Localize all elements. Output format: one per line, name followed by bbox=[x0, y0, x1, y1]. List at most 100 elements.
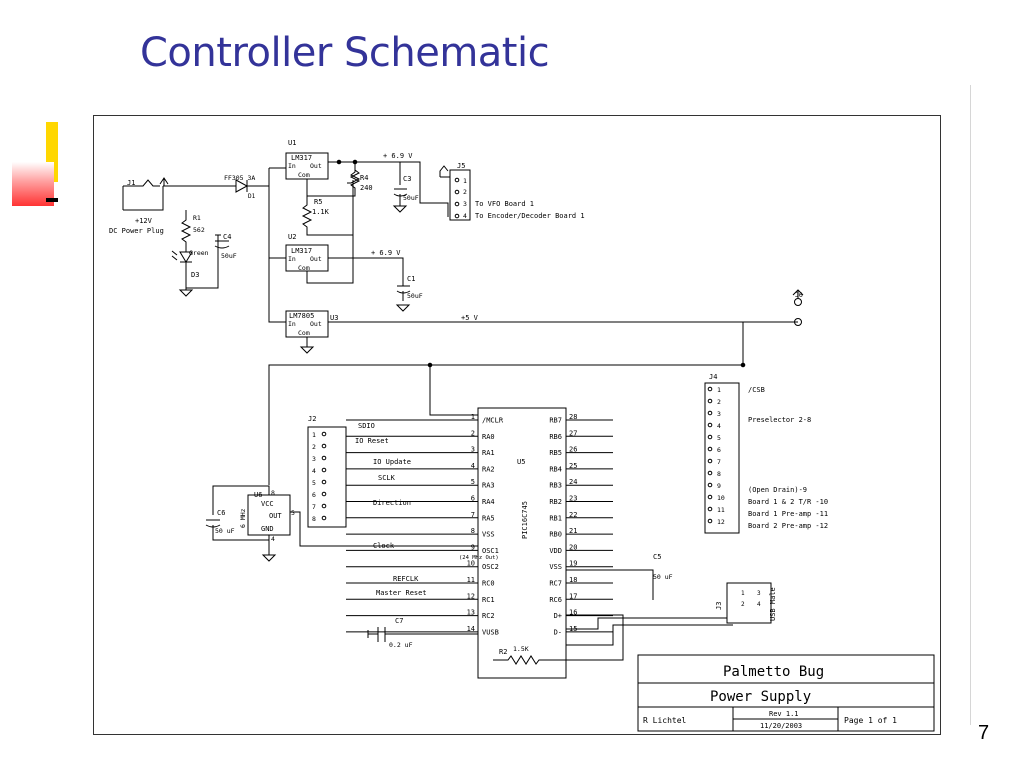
c3-value: 50uF bbox=[403, 194, 419, 202]
c7-ref: C7 bbox=[395, 617, 403, 625]
signal-io-update: IO Update bbox=[373, 458, 411, 466]
u5-pin-number: 13 bbox=[467, 609, 475, 617]
u5-pin-name: RB1 bbox=[549, 514, 562, 522]
u5-pin-number: 1 bbox=[471, 413, 475, 421]
u5-pin-number: 19 bbox=[569, 560, 577, 568]
c7-value: 0.2 uF bbox=[389, 641, 413, 649]
j4-pin: 6 bbox=[717, 446, 721, 454]
u6-freq: 6 MHz bbox=[239, 508, 247, 528]
u5-pin-name: VSS bbox=[549, 563, 562, 571]
j4-pin-contact bbox=[707, 506, 713, 512]
j4-pin-contact bbox=[707, 470, 713, 476]
title-block-sheet: Power Supply bbox=[710, 689, 811, 705]
j4-pin: 9 bbox=[717, 482, 721, 490]
schematic-diagram: J1 +12V DC Power Plug FF305 3A D1 R1 562… bbox=[93, 115, 941, 735]
r2-ref: R2 bbox=[499, 648, 507, 656]
u5-pin-number: 14 bbox=[467, 625, 475, 633]
d3-color: Green bbox=[189, 249, 209, 257]
j2-pin-contact bbox=[321, 515, 327, 521]
c4-value: 50uF bbox=[221, 252, 237, 260]
rail-label-2: + 6.9 V bbox=[371, 249, 401, 257]
j4-label-board1-preamp: Board 1 Pre-amp -11 bbox=[748, 510, 828, 518]
j4-pin-contact bbox=[707, 458, 713, 464]
signal-sdio: SDIO bbox=[358, 422, 375, 430]
u5-pin-name: RB3 bbox=[549, 482, 562, 490]
c4-ref: C4 bbox=[223, 233, 231, 241]
j6-ref: J6 bbox=[795, 291, 803, 299]
u5-pin-name: RB2 bbox=[549, 498, 562, 506]
u6-pin-4: 4 bbox=[271, 535, 275, 543]
j1-desc1: +12V bbox=[135, 217, 153, 225]
j4-ref: J4 bbox=[709, 373, 717, 381]
r4-ref: R4 bbox=[360, 174, 368, 182]
c5-ref: C5 bbox=[653, 553, 661, 561]
u5-pin-name: RA4 bbox=[482, 498, 495, 506]
j4-pin: 5 bbox=[717, 434, 721, 442]
j5-pin-4: 4 bbox=[463, 212, 467, 220]
u1-pin-in: In bbox=[288, 162, 296, 170]
u5-pin-number: 4 bbox=[471, 462, 475, 470]
j3-ref: J3 bbox=[715, 602, 723, 610]
slide-title: Controller Schematic bbox=[140, 30, 550, 76]
c6-value: 50 uF bbox=[215, 527, 235, 535]
u3-pin-out: Out bbox=[310, 320, 322, 328]
u5-pin-number: 2 bbox=[471, 429, 475, 437]
j4-label-board2-preamp: Board 2 Pre-amp -12 bbox=[748, 522, 828, 530]
u2-pin-com: Com bbox=[298, 264, 310, 272]
u5-pin-name: RC6 bbox=[549, 596, 562, 604]
u6-pin-gnd: GND bbox=[261, 525, 274, 533]
signal-master-reset: Master Reset bbox=[376, 589, 427, 597]
j4-pin: 1 bbox=[717, 386, 721, 394]
j4-label-csb: /CSB bbox=[748, 386, 765, 394]
j4-label-preselector: Preselector 2-8 bbox=[748, 416, 811, 424]
r2-value: 1.5K bbox=[513, 645, 529, 653]
u2-part: LM317 bbox=[291, 247, 312, 255]
u5-pin-number: 12 bbox=[467, 592, 475, 600]
u3-pin-com: Com bbox=[298, 329, 310, 337]
j4-pin-contact bbox=[707, 494, 713, 500]
j5-pin-contact bbox=[454, 189, 460, 195]
u5-pin-number: 7 bbox=[471, 511, 475, 519]
j4-label-open-drain: (Open Drain)-9 bbox=[748, 486, 807, 494]
j4-label-board12: Board 1 & 2 T/R -10 bbox=[748, 498, 828, 506]
u5-pin-name: VDD bbox=[549, 547, 562, 555]
u5-pin-number: 22 bbox=[569, 511, 577, 519]
j4-pin-contact bbox=[707, 386, 713, 392]
u1-part: LM317 bbox=[291, 154, 312, 162]
signal-sclk: SCLK bbox=[378, 474, 396, 482]
accent-dash bbox=[46, 198, 58, 202]
title-block-author: R Lichtel bbox=[643, 716, 687, 725]
j4-pin-contact bbox=[707, 446, 713, 452]
j2-pin: 2 bbox=[312, 443, 316, 451]
r5-ref: R5 bbox=[314, 198, 322, 206]
u5-pin-name: RC7 bbox=[549, 580, 562, 588]
slide-number: 7 bbox=[978, 722, 990, 744]
j4-pin: 3 bbox=[717, 410, 721, 418]
u5-pin-name: RA0 bbox=[482, 433, 495, 441]
j4-pin-contact bbox=[707, 482, 713, 488]
u5-pin-name: D- bbox=[554, 628, 562, 636]
j4-pin-list: 1 2 3 4 5 6 7 8 9 10 11 12 bbox=[717, 386, 725, 526]
u5-pin-number: 15 bbox=[569, 625, 577, 633]
u5-pin-number: 18 bbox=[569, 576, 577, 584]
j2-pin: 8 bbox=[312, 515, 316, 523]
j4-pin: 12 bbox=[717, 518, 725, 526]
u5-pin-name: VSS bbox=[482, 531, 495, 539]
j4-pin: 8 bbox=[717, 470, 721, 478]
u5-pin-name: RA5 bbox=[482, 514, 495, 522]
r1-value: 562 bbox=[193, 226, 205, 234]
j4-pin: 2 bbox=[717, 398, 721, 406]
u3-pin-in: In bbox=[288, 320, 296, 328]
u5-pin-number: 8 bbox=[471, 527, 475, 535]
u5-pin-name: RB4 bbox=[549, 465, 562, 473]
u5-pin-name: RA1 bbox=[482, 449, 495, 457]
j1-desc2: DC Power Plug bbox=[109, 227, 164, 235]
u5-pin-name: RB5 bbox=[549, 449, 562, 457]
j4-pin-contact bbox=[707, 518, 713, 524]
u1-ref: U1 bbox=[288, 139, 296, 147]
j4-pin-contact bbox=[707, 434, 713, 440]
j5-pin-3: 3 bbox=[463, 200, 467, 208]
u2-ref: U2 bbox=[288, 233, 296, 241]
j3-pin-1: 1 bbox=[741, 590, 745, 597]
